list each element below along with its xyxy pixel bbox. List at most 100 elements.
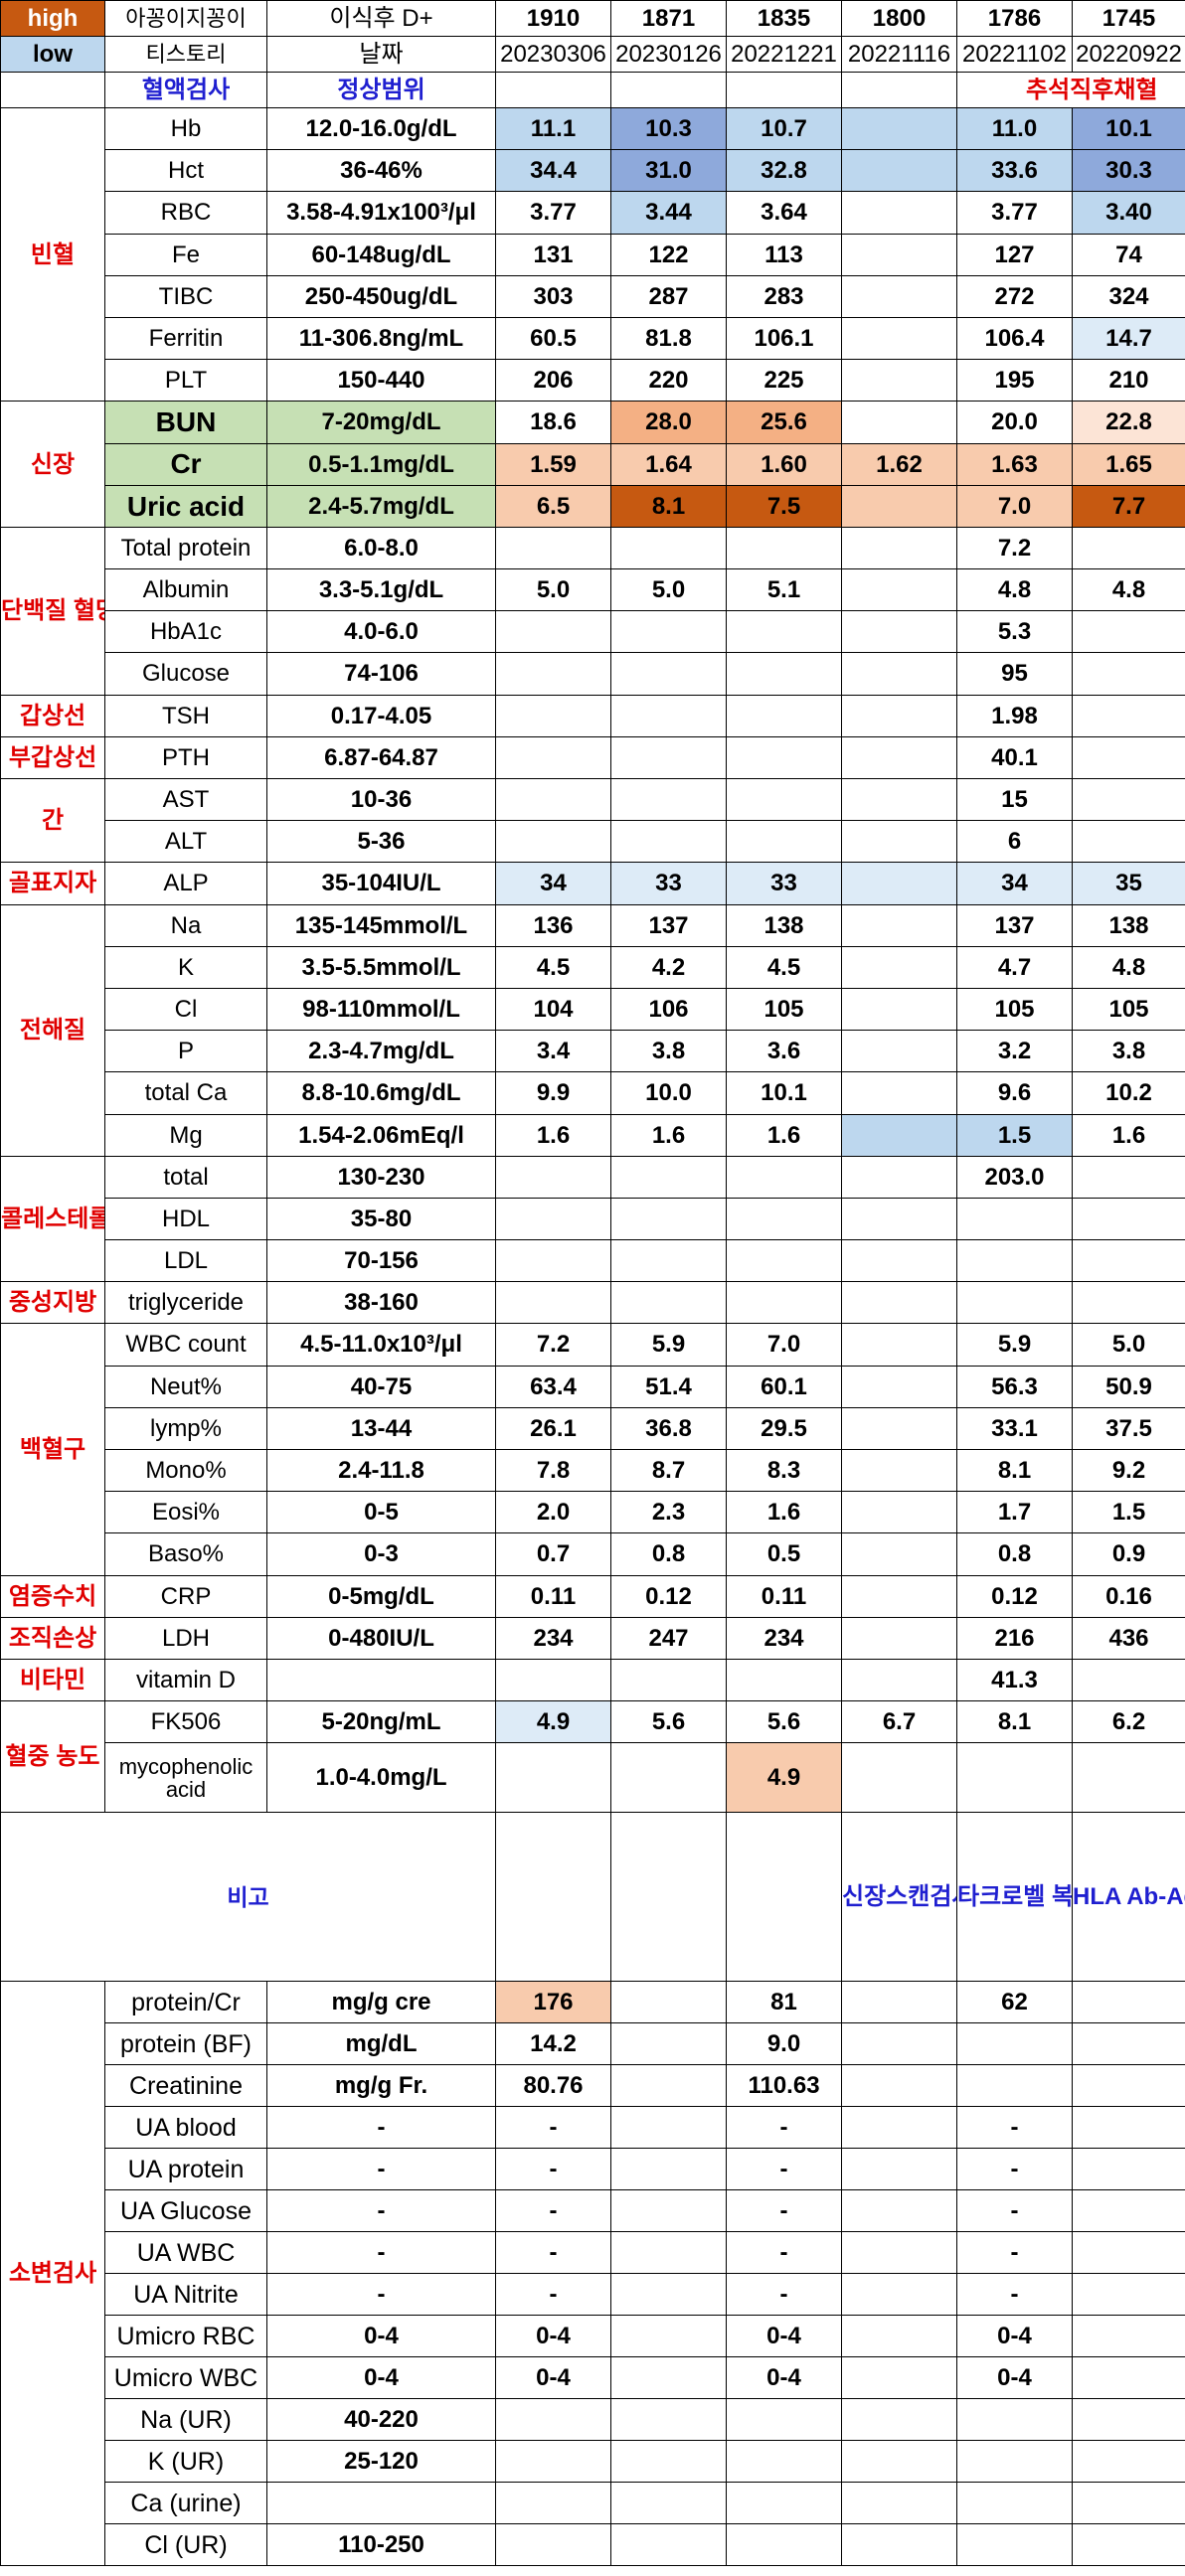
urine-result-value [495, 2482, 611, 2525]
urine-result-value [841, 2315, 957, 2358]
result-value [610, 1281, 727, 1325]
result-value: 4.9 [726, 1742, 842, 1814]
urine-result-value: - [956, 2273, 1073, 2317]
urine-test-name: protein (BF) [104, 2022, 267, 2066]
urine-result-value [956, 2398, 1073, 2442]
urine-test-name: UA Glucose [104, 2189, 267, 2233]
result-value [495, 820, 611, 864]
urine-result-value: - [495, 2231, 611, 2275]
result-value [841, 1030, 957, 1073]
result-value: 50.9 [1072, 1365, 1185, 1408]
result-value: 1.6 [726, 1113, 842, 1157]
result-value: 106.1 [726, 316, 842, 361]
note-value: 신장스캔검사 [841, 1812, 957, 1983]
result-value: 0.11 [495, 1574, 611, 1618]
reference-range: 150-440 [266, 359, 496, 402]
result-value: 33.6 [956, 149, 1073, 193]
urine-result-value [956, 2064, 1073, 2108]
result-value [841, 401, 957, 444]
urine-result-value [956, 2440, 1073, 2484]
result-value [610, 652, 727, 696]
result-value: 4.5 [726, 945, 842, 989]
result-value [1072, 777, 1185, 822]
category-urine: 소변검사 [0, 1981, 105, 2567]
category-thyroid: 갑상선 [0, 694, 105, 737]
result-value [841, 359, 957, 402]
urine-row: Na (UR)40-220 [1, 2398, 1185, 2442]
result-value [495, 1742, 611, 1814]
header-blank-6 [841, 72, 957, 108]
result-value: 220 [610, 359, 727, 402]
result-value: 29.5 [726, 1406, 842, 1451]
test-name: AST [104, 777, 267, 822]
result-value: 272 [956, 274, 1073, 318]
result-value: 10.1 [1072, 106, 1185, 151]
test-name: Hb [104, 106, 267, 151]
reference-range: 1.0-4.0mg/L [266, 1742, 496, 1814]
urine-result-value [495, 2440, 611, 2484]
reference-range: 13-44 [266, 1406, 496, 1451]
result-value: 63.4 [495, 1365, 611, 1408]
result-value: 0.12 [956, 1574, 1073, 1618]
test-name: total Ca [104, 1071, 267, 1115]
result-value: 136 [495, 903, 611, 947]
result-value [495, 652, 611, 696]
result-value [841, 1155, 957, 1199]
result-value: 113 [726, 233, 842, 276]
note-value [495, 1812, 611, 1983]
result-value [726, 820, 842, 864]
urine-result-value: - [726, 2273, 842, 2317]
result-value: 105 [726, 987, 842, 1032]
reference-range: 4.0-6.0 [266, 610, 496, 654]
result-value: 11.0 [956, 106, 1073, 151]
result-value: 18.6 [495, 401, 611, 444]
header-date-0: 20230306 [495, 36, 611, 73]
urine-result-value [841, 2398, 957, 2442]
urine-result-value [610, 2482, 727, 2525]
reference-range: 2.4-5.7mg/dL [266, 484, 496, 528]
urine-result-value [610, 2064, 727, 2108]
urine-result-value: - [495, 2106, 611, 2150]
result-value: 137 [610, 903, 727, 947]
header-blank-5 [726, 72, 842, 108]
result-value: 131 [495, 233, 611, 276]
result-value [841, 191, 957, 235]
urine-result-value [1072, 2189, 1185, 2233]
result-value [726, 652, 842, 696]
header-blank [0, 72, 105, 108]
result-value [495, 1281, 611, 1325]
result-value [1072, 652, 1185, 696]
result-value: 40.1 [956, 735, 1073, 780]
reference-range: 2.4-11.8 [266, 1448, 496, 1493]
result-value: 0.5 [726, 1532, 842, 1576]
result-value: 8.1 [610, 484, 727, 528]
urine-test-name: Na (UR) [104, 2398, 267, 2442]
result-value: 206 [495, 359, 611, 402]
result-value: 1.65 [1072, 442, 1185, 486]
urine-reference-range: - [266, 2148, 496, 2191]
banner-label: 추석직후채혈 [956, 72, 1185, 108]
result-value: 0.11 [726, 1574, 842, 1618]
result-value [610, 610, 727, 654]
reference-range: 70-156 [266, 1239, 496, 1283]
result-value: 95 [956, 652, 1073, 696]
result-value: 283 [726, 274, 842, 318]
category-drug: 혈중 농도 [0, 1700, 105, 1814]
result-value [610, 694, 727, 737]
urine-result-value [1072, 2398, 1185, 2442]
result-value: 3.4 [495, 1030, 611, 1073]
result-value: 0.16 [1072, 1574, 1185, 1618]
result-value: 14.7 [1072, 316, 1185, 361]
test-name: BUN [104, 401, 267, 444]
